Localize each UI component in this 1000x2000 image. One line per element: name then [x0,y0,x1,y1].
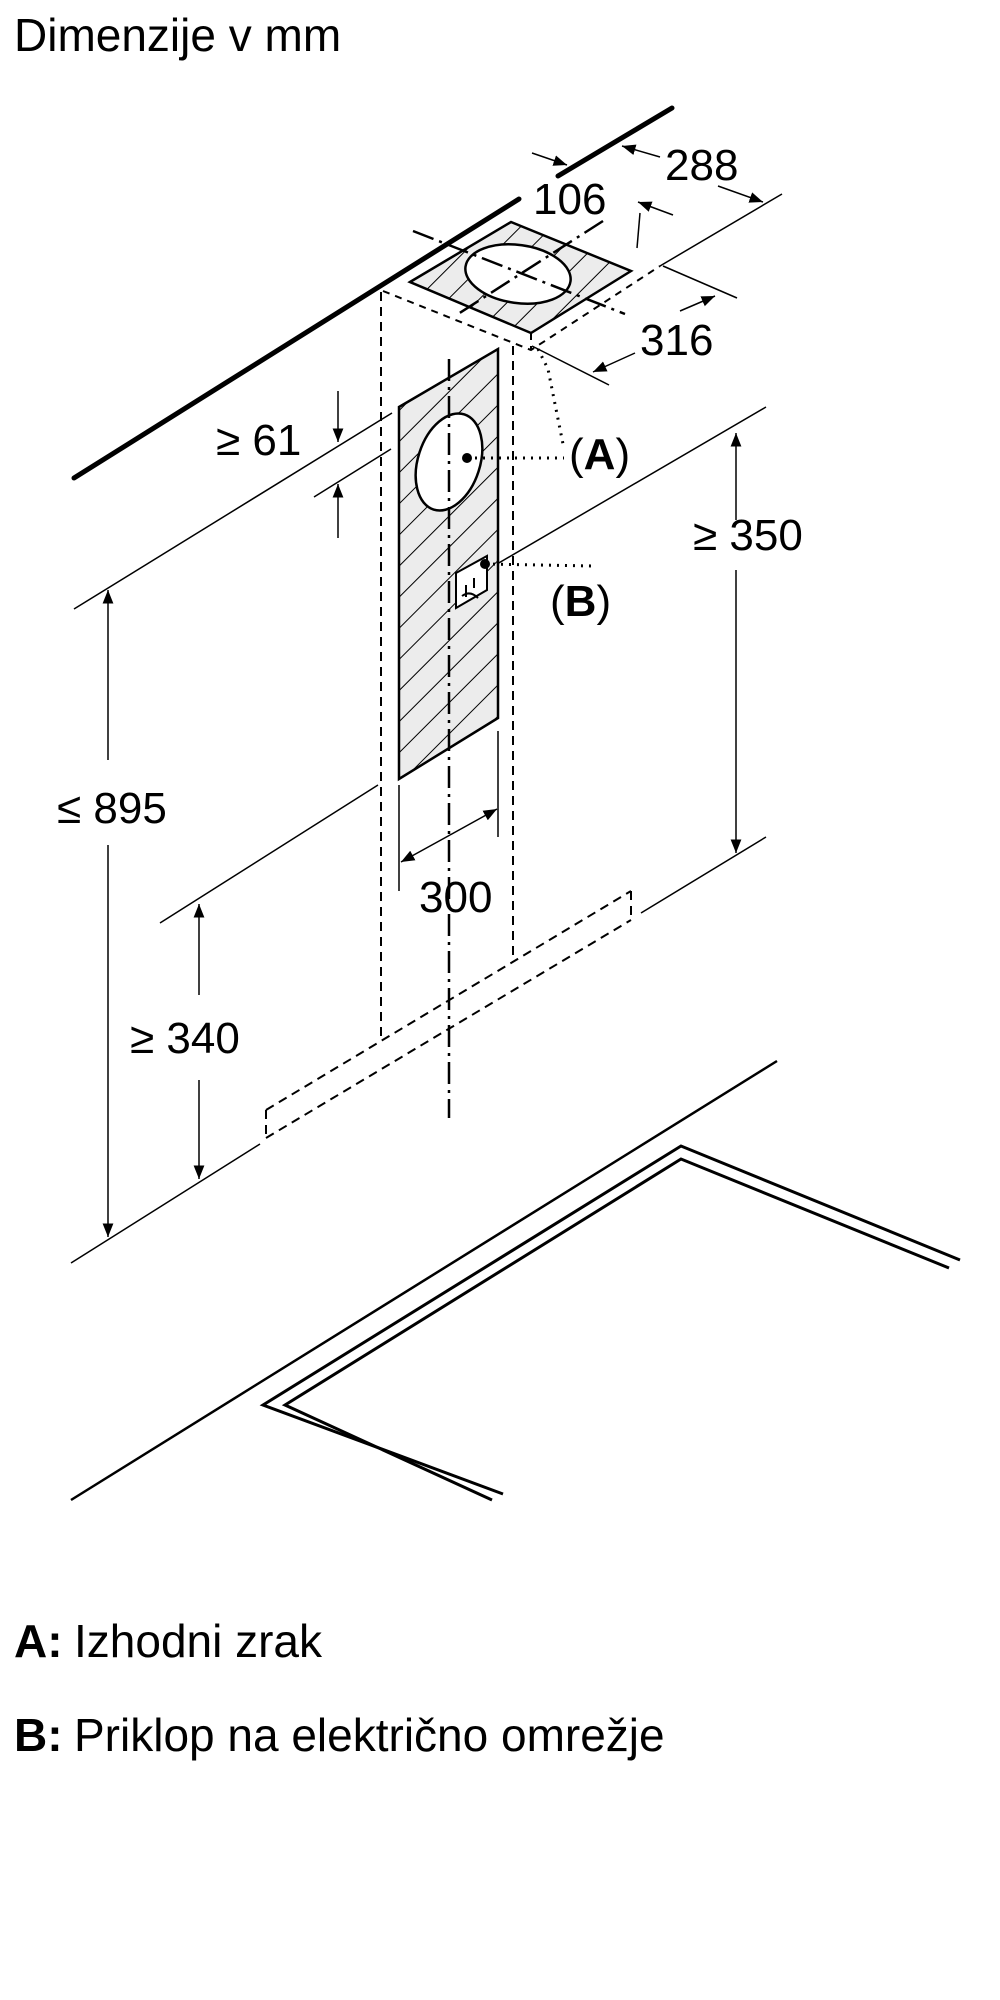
chimney-outline [380,292,514,1038]
page-title: Dimenzije v mm [14,9,342,61]
legend-item-b: B:Priklop na električno omrežje [14,1708,665,1762]
legend-text: Izhodni zrak [74,1615,323,1667]
dimension-min-350: ≥ 350 [693,511,803,560]
dimension-300: 300 [419,873,492,922]
callout-a: (A) [569,430,630,479]
hob-outline [259,1144,961,1502]
dimension-288: 288 [665,141,738,190]
legend-text: Priklop na električno omrežje [74,1709,665,1761]
legend-key: A: [14,1615,63,1667]
legend-item-a: A:Izhodni zrak [14,1614,322,1668]
dimension-min-61: ≥ 61 [216,416,301,465]
callout-b: (B) [550,577,611,626]
power-outlet-icon [455,554,488,610]
hood-outline [265,890,632,1139]
ceiling-line [71,105,675,481]
dimension-316: 316 [640,316,713,365]
dimension-max-895: ≤ 895 [57,784,167,833]
legend-key: B: [14,1709,63,1761]
ceiling-opening [382,219,661,352]
worktop-edge [70,1059,778,1502]
dimension-106: 106 [533,175,606,224]
dimension-min-340: ≥ 340 [130,1014,240,1063]
